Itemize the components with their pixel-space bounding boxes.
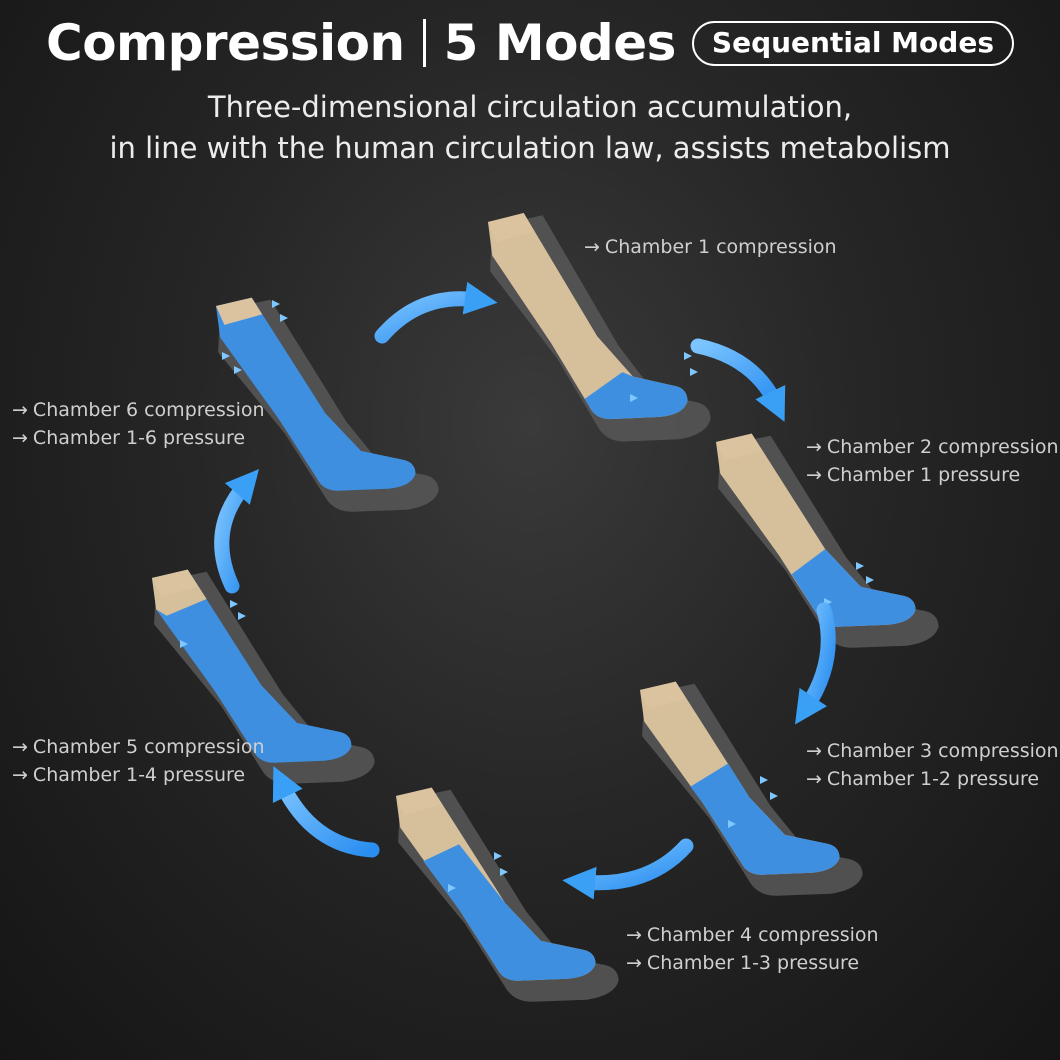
- step-2-label: →Chamber 2 compression →Chamber 1 pressu…: [806, 436, 1059, 486]
- step-6-label: →Chamber 6 compression →Chamber 1-6 pres…: [12, 399, 265, 449]
- step-3-label: →Chamber 3 compression →Chamber 1-2 pres…: [806, 740, 1059, 790]
- step-5-label: →Chamber 5 compression →Chamber 1-4 pres…: [12, 736, 265, 786]
- flow-arrow-5-to-6: [214, 469, 259, 594]
- flow-arrow-2-to-3: [795, 602, 836, 725]
- subtitle-line-1: Three-dimensional circulation accumulati…: [207, 90, 853, 124]
- arrow-glyph: →: [584, 236, 600, 258]
- step-1-label: →Chamber 1 compression: [584, 236, 837, 258]
- title-row: Compression 5 Modes Sequential Modes: [0, 14, 1060, 72]
- title-compression: Compression: [46, 14, 405, 72]
- flow-arrow-3-to-4: [562, 838, 694, 900]
- leg-step-3: [640, 681, 863, 896]
- flow-arrow-6-to-1: [374, 281, 498, 344]
- title-separator: [422, 19, 426, 67]
- pressure-chevrons: [180, 300, 874, 892]
- step-4-label: →Chamber 4 compression →Chamber 1-3 pres…: [626, 924, 879, 974]
- flow-arrow-4-to-5: [272, 766, 380, 858]
- title-modes: 5 Modes: [443, 14, 677, 72]
- leg-step-1: [488, 213, 711, 442]
- flow-arrow-1-to-2: [690, 338, 786, 422]
- subtitle-line-2: in line with the human circulation law, …: [109, 131, 951, 165]
- leg-step-4: [396, 787, 619, 1002]
- leg-step-5: [152, 569, 375, 784]
- sequential-modes-badge: Sequential Modes: [691, 20, 1014, 66]
